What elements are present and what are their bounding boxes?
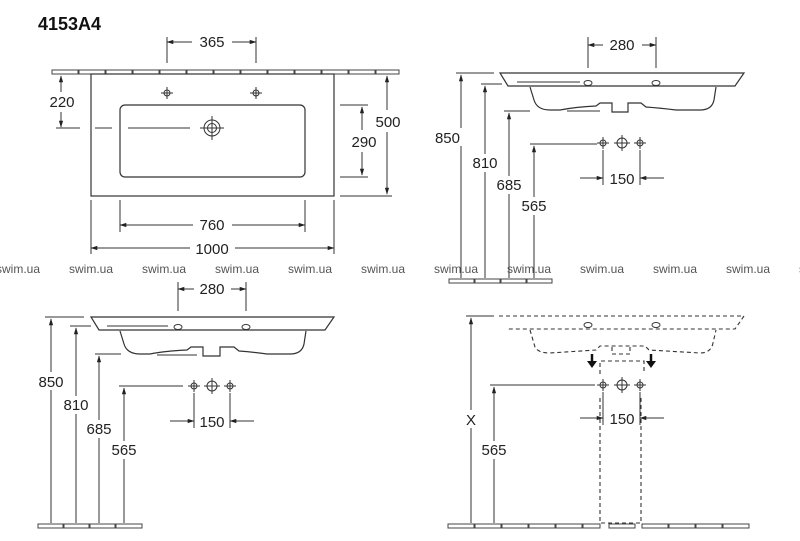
dim-depth-to-drain: 220 bbox=[49, 94, 74, 111]
watermark: swim.ua bbox=[580, 262, 624, 276]
watermark-row: swim.ua swim.ua swim.ua swim.ua swim.ua … bbox=[0, 262, 800, 276]
pedestal-view: 150 X 565 bbox=[447, 315, 750, 529]
arrow-down-icon bbox=[646, 354, 656, 368]
dim-supply-height: 565 bbox=[521, 198, 546, 215]
dim-variable-height: X bbox=[466, 412, 476, 429]
tap-hole-icon bbox=[161, 87, 173, 99]
dim-basin-width: 760 bbox=[199, 217, 224, 234]
dim-supply-height: 565 bbox=[111, 442, 136, 459]
tap-hole-icon bbox=[250, 87, 262, 99]
dim-supply-height: 565 bbox=[481, 442, 506, 459]
floor-tiles bbox=[37, 523, 143, 529]
drain-icon bbox=[200, 116, 224, 140]
dim-tap-spacing: 280 bbox=[199, 281, 224, 298]
basin-bowl bbox=[119, 104, 306, 178]
watermark: swim.ua bbox=[69, 262, 113, 276]
watermark: swim.ua bbox=[507, 262, 551, 276]
dim-tap-spacing: 365 bbox=[199, 34, 224, 51]
side-view-a: 280 150 850 810 685 565 bbox=[435, 37, 746, 284]
model-number: 4153A4 bbox=[38, 14, 101, 34]
dim-bowl-bottom: 685 bbox=[496, 177, 521, 194]
dim-supply-spacing: 150 bbox=[199, 414, 224, 431]
watermark: swim.ua bbox=[142, 262, 186, 276]
dim-total-depth: 500 bbox=[375, 114, 400, 131]
pedestal-outline bbox=[599, 360, 645, 374]
dim-basin-depth: 290 bbox=[351, 134, 376, 151]
watermark: swim.ua bbox=[0, 262, 40, 276]
watermark: swim.ua bbox=[653, 262, 697, 276]
dim-tap-spacing: 280 bbox=[609, 37, 634, 54]
dim-bowl-bottom: 685 bbox=[86, 421, 111, 438]
supply-holes-icon bbox=[188, 378, 236, 394]
washbasin-side-outline bbox=[498, 72, 746, 87]
wall-tiles bbox=[51, 69, 400, 75]
watermark: swim.ua bbox=[288, 262, 332, 276]
watermark: swim.ua bbox=[434, 262, 478, 276]
supply-holes-icon bbox=[597, 377, 646, 393]
watermark: swim.ua bbox=[361, 262, 405, 276]
floor-tiles bbox=[447, 523, 750, 529]
washbasin-outline bbox=[90, 73, 335, 197]
top-view: 365 220 500 290 760 1000 bbox=[49, 34, 400, 258]
dim-supply-spacing: 150 bbox=[609, 411, 634, 428]
watermark: swim.ua bbox=[726, 262, 770, 276]
dim-top-height: 850 bbox=[38, 374, 63, 391]
supply-holes-icon bbox=[597, 135, 646, 151]
arrow-down-icon bbox=[587, 354, 597, 368]
dim-rim-height: 810 bbox=[63, 397, 88, 414]
dim-total-width: 1000 bbox=[195, 241, 228, 258]
side-view-b: 280 150 850 810 685 565 bbox=[34, 281, 336, 529]
dim-supply-spacing: 150 bbox=[609, 171, 634, 188]
dim-rim-height: 810 bbox=[472, 155, 497, 172]
floor-tiles bbox=[448, 278, 553, 284]
watermark: swim.ua bbox=[215, 262, 259, 276]
dim-top-height: 850 bbox=[435, 130, 460, 147]
